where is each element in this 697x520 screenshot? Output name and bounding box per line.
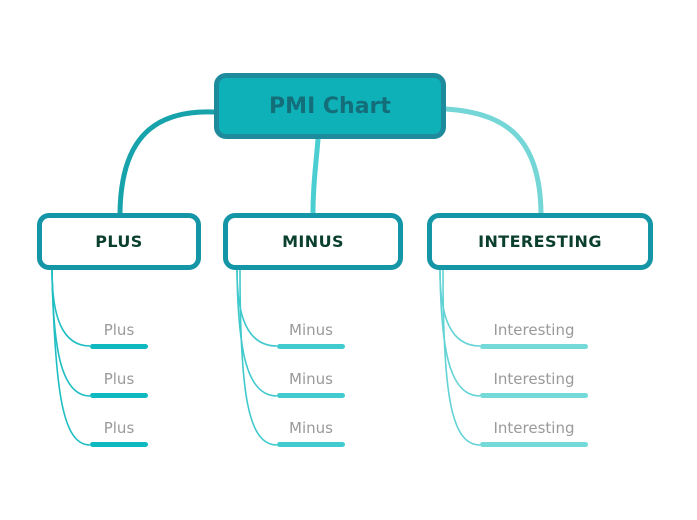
leaf-item-plus-1[interactable]: Plus (90, 320, 148, 349)
leaf-label: Interesting (493, 419, 575, 437)
leaf-item-interesting-3[interactable]: Interesting (480, 418, 588, 447)
leaf-item-interesting-2[interactable]: Interesting (480, 369, 588, 398)
leaf-label: Minus (289, 321, 333, 339)
leaf-item-interesting-1[interactable]: Interesting (480, 320, 588, 349)
leaf-underline (90, 442, 148, 447)
connector-root-minus (310, 136, 321, 216)
branch-node-interesting[interactable]: INTERESTING (427, 213, 653, 270)
leaf-underline (90, 344, 148, 349)
leaf-underline (480, 442, 588, 447)
leaf-underline (277, 344, 345, 349)
leaf-label: Interesting (493, 321, 575, 339)
connector-root-plus (117, 109, 217, 216)
leaf-item-minus-1[interactable]: Minus (277, 320, 345, 349)
connector-interesting-leaf-3 (442, 269, 481, 446)
branch-node-plus-label: PLUS (95, 232, 143, 251)
leaf-label: Plus (103, 419, 135, 437)
leaf-underline (480, 344, 588, 349)
connector-minus-leaf-3 (239, 269, 278, 446)
leaf-item-plus-3[interactable]: Plus (90, 418, 148, 447)
leaf-label: Plus (103, 321, 135, 339)
connector-plus-leaf-3 (51, 269, 91, 446)
connector-minus-leaf-1 (236, 269, 278, 347)
branch-node-plus[interactable]: PLUS (37, 213, 201, 270)
leaf-underline (277, 442, 345, 447)
leaf-underline (277, 393, 345, 398)
connector-interesting-leaf-1 (439, 269, 481, 347)
leaf-item-minus-2[interactable]: Minus (277, 369, 345, 398)
branch-node-interesting-label: INTERESTING (478, 232, 602, 251)
leaf-label: Plus (103, 370, 135, 388)
leaf-label: Minus (289, 419, 333, 437)
connector-minus-leaf-2 (236, 269, 278, 397)
leaf-underline (480, 393, 588, 398)
root-node-pmi-chart[interactable]: PMI Chart (214, 73, 446, 139)
leaf-item-minus-3[interactable]: Minus (277, 418, 345, 447)
branch-node-minus[interactable]: MINUS (223, 213, 403, 270)
branch-node-minus-label: MINUS (282, 232, 344, 251)
leaf-label: Minus (289, 370, 333, 388)
connector-interesting-leaf-2 (439, 269, 481, 397)
connector-plus-leaf-1 (51, 269, 91, 347)
leaf-underline (90, 393, 148, 398)
leaf-label: Interesting (493, 370, 575, 388)
root-node-label: PMI Chart (269, 93, 391, 119)
connector-root-interesting (443, 106, 544, 216)
leaf-item-plus-2[interactable]: Plus (90, 369, 148, 398)
